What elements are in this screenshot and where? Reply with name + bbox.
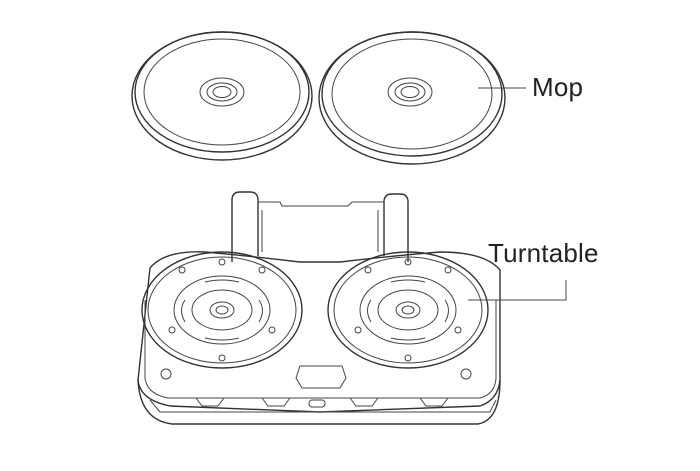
turntable-left: [141, 251, 303, 369]
turntable-right: [327, 251, 489, 369]
mop-pad-right: [318, 31, 506, 165]
turntable-label: Turntable: [488, 238, 599, 268]
mop-label: Mop: [532, 72, 584, 102]
turntable-leader-line: [468, 280, 567, 301]
turntable-base: [137, 191, 501, 425]
mop-pad-left: [131, 31, 313, 161]
